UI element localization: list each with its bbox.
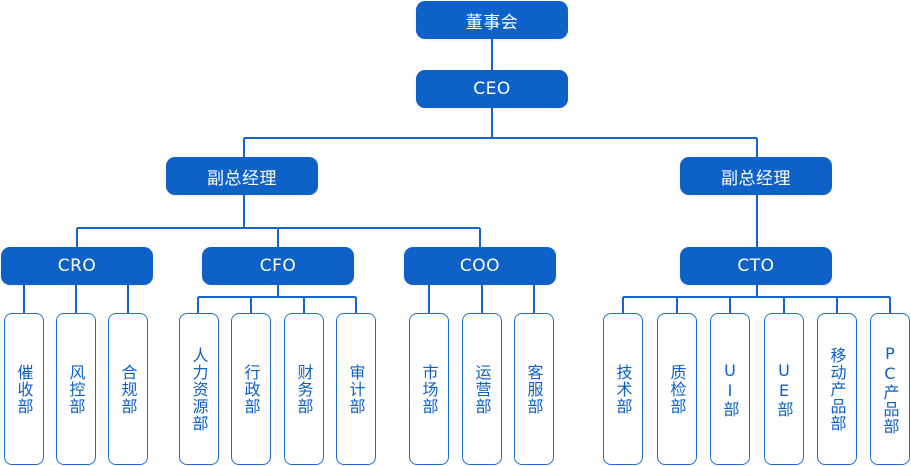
node-coo: COO	[404, 247, 556, 285]
node-cfo: CFO	[202, 247, 354, 285]
dept-technology: 技术部	[603, 313, 643, 465]
node-cro: CRO	[1, 247, 153, 285]
node-board: 董事会	[416, 1, 568, 39]
dept-compliance: 合规部	[108, 313, 148, 465]
dept-qa: 质检部	[657, 313, 697, 465]
dept-pc-product: PC产品部	[870, 313, 910, 465]
dept-hr: 人力资源部	[179, 313, 219, 465]
dept-marketing: 市场部	[409, 313, 449, 465]
node-ceo: CEO	[416, 70, 568, 108]
dept-finance: 财务部	[284, 313, 324, 465]
dept-audit: 审计部	[336, 313, 376, 465]
dept-mobile-product: 移动产品部	[817, 313, 857, 465]
dept-admin: 行政部	[231, 313, 271, 465]
node-vp-right: 副总经理	[680, 157, 832, 195]
node-cto: CTO	[680, 247, 832, 285]
dept-customer-service: 客服部	[514, 313, 554, 465]
dept-ui: UI部	[710, 313, 750, 465]
dept-collection: 催收部	[4, 313, 44, 465]
dept-operations: 运营部	[462, 313, 502, 465]
dept-ue: UE部	[764, 313, 804, 465]
node-vp-left: 副总经理	[166, 157, 318, 195]
dept-risk-control: 风控部	[56, 313, 96, 465]
